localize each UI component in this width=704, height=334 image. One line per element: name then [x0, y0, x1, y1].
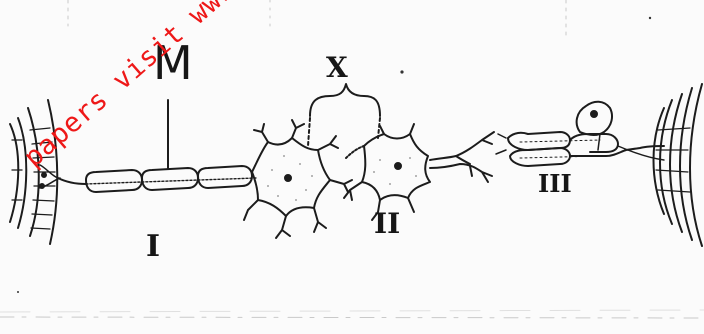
- label-neuron-i: I: [146, 232, 160, 262]
- synapse-x-bracket: [308, 84, 380, 158]
- neuron-i-cell-body: [244, 120, 352, 238]
- scan-artifacts: [0, 0, 704, 318]
- label-neuron-iii: III: [538, 172, 572, 196]
- neuron-iii: [496, 102, 664, 166]
- label-neuron-ii: II: [374, 210, 400, 238]
- right-muscle: [654, 84, 703, 246]
- neuron-ii-cell-body: [344, 124, 494, 220]
- label-x: X: [326, 54, 348, 82]
